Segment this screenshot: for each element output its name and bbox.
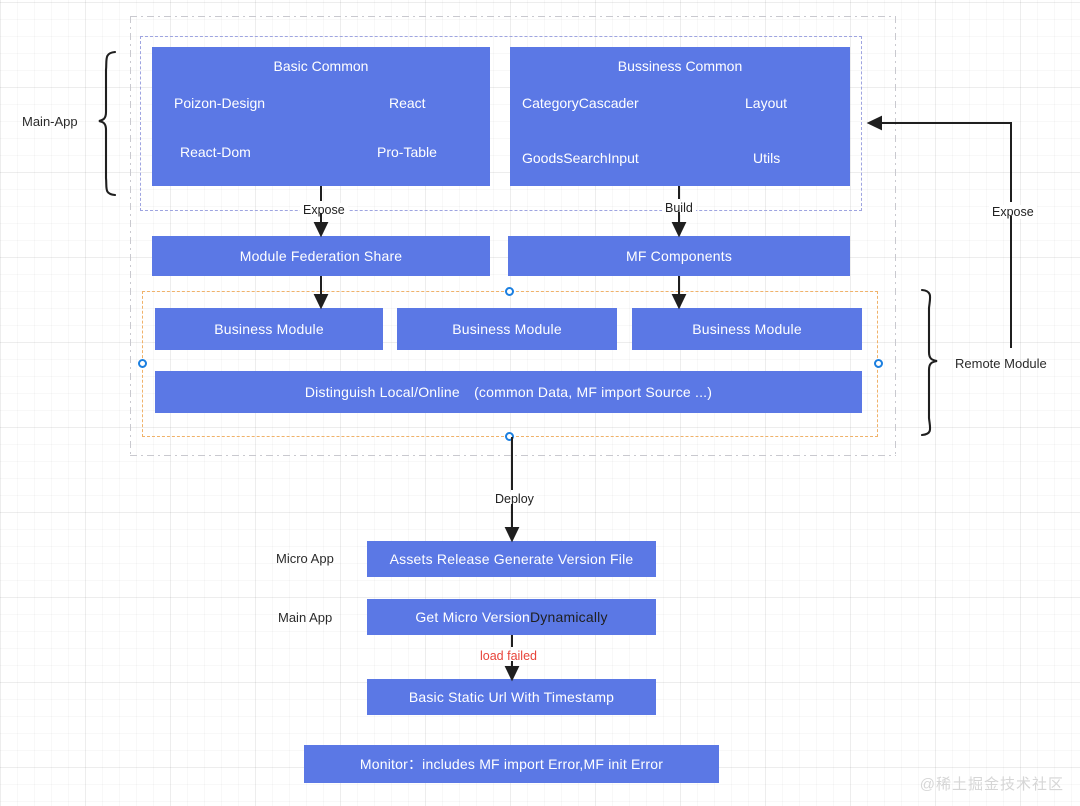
panel-basic-common[interactable]: Basic Common Poizon-Design React React-D… xyxy=(152,47,490,186)
watermark: @稀土掘金技术社区 xyxy=(919,776,1064,793)
box-assets-release[interactable]: Assets Release Generate Version File xyxy=(367,541,656,577)
brace-label-main-app: Main-App xyxy=(22,114,78,129)
edge-label-expose-left: Expose xyxy=(300,203,348,217)
resize-handle-bottom[interactable] xyxy=(505,432,514,441)
brace-label-remote-module: Remote Module xyxy=(955,356,1047,371)
panel-item-react: React xyxy=(389,95,426,111)
resize-handle-top[interactable] xyxy=(505,287,514,296)
resize-handle-left[interactable] xyxy=(138,359,147,368)
panel-item-category-cascader: CategoryCascader xyxy=(522,95,639,111)
box-get-micro-version-label: Get Micro Version xyxy=(415,609,530,625)
box-basic-static-url[interactable]: Basic Static Url With Timestamp xyxy=(367,679,656,715)
resize-handle-right[interactable] xyxy=(874,359,883,368)
box-mf-components[interactable]: MF Components xyxy=(508,236,850,276)
panel-item-pro-table: Pro-Table xyxy=(377,144,437,160)
edge-label-deploy: Deploy xyxy=(492,492,537,506)
common-libs-container[interactable] xyxy=(140,36,862,211)
label-main-app-row: Main App xyxy=(278,610,333,625)
brace-remote-module xyxy=(920,288,938,437)
panel-bussiness-common[interactable]: Bussiness Common CategoryCascader Layout… xyxy=(510,47,850,186)
label-micro-app: Micro App xyxy=(276,551,334,566)
box-module-federation-share[interactable]: Module Federation Share xyxy=(152,236,490,276)
edge-label-expose-right: Expose xyxy=(989,205,1037,219)
edge-label-build: Build xyxy=(662,201,696,215)
panel-basic-common-title: Basic Common xyxy=(273,58,369,74)
box-business-module-2[interactable]: Business Module xyxy=(397,308,617,350)
box-distinguish-local-online[interactable]: Distinguish Local/Online (common Data, M… xyxy=(155,371,862,413)
edge-label-load-failed: load failed xyxy=(477,649,540,663)
box-business-module-1[interactable]: Business Module xyxy=(155,308,383,350)
panel-item-react-dom: React-Dom xyxy=(180,144,251,160)
box-business-module-3[interactable]: Business Module xyxy=(632,308,862,350)
panel-item-layout: Layout xyxy=(745,95,788,111)
box-get-micro-version-emphasis: Dynamically xyxy=(530,609,608,625)
panel-bussiness-common-title: Bussiness Common xyxy=(617,58,743,74)
box-monitor[interactable]: Monitor：includes MF import Error,MF init… xyxy=(304,745,719,783)
panel-item-goods-search-input: GoodsSearchInput xyxy=(522,150,639,166)
panel-item-utils: Utils xyxy=(753,150,781,166)
panel-item-poizon-design: Poizon-Design xyxy=(174,95,266,111)
box-get-micro-version[interactable]: Get Micro Version Dynamically xyxy=(367,599,656,635)
brace-main-app xyxy=(98,50,117,197)
